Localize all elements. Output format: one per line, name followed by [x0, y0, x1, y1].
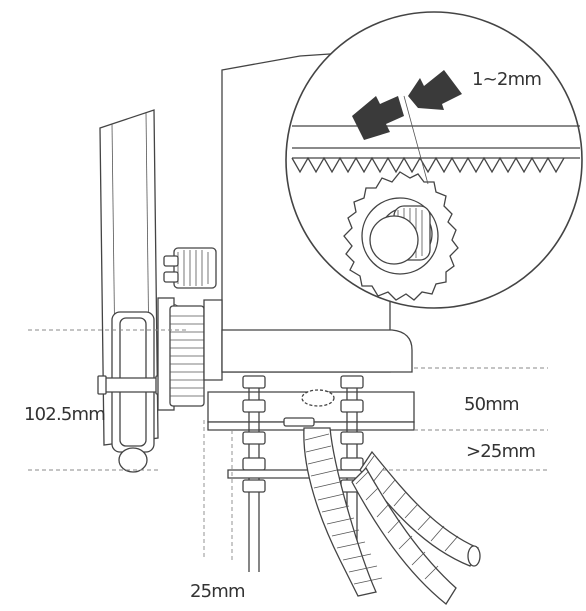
clearance-label: >25mm — [466, 441, 535, 462]
gate-wheel — [97, 109, 165, 473]
bracket-height-label: 50mm — [464, 394, 519, 415]
gap-arrow-left-icon — [352, 96, 404, 140]
limit-switch-springs — [163, 247, 217, 289]
gap-label: 1~2mm — [472, 69, 541, 90]
wheel-height-label: 102.5mm — [24, 404, 105, 425]
mounting-bolts — [227, 375, 383, 572]
cable-conduit — [301, 389, 481, 605]
gear-rack-detail-callout — [285, 11, 583, 309]
pinion-gear-side — [169, 305, 205, 407]
gap-arrow-right-icon — [408, 70, 462, 110]
offset-label: 25mm — [190, 581, 245, 602]
dimension-guides — [28, 329, 548, 560]
